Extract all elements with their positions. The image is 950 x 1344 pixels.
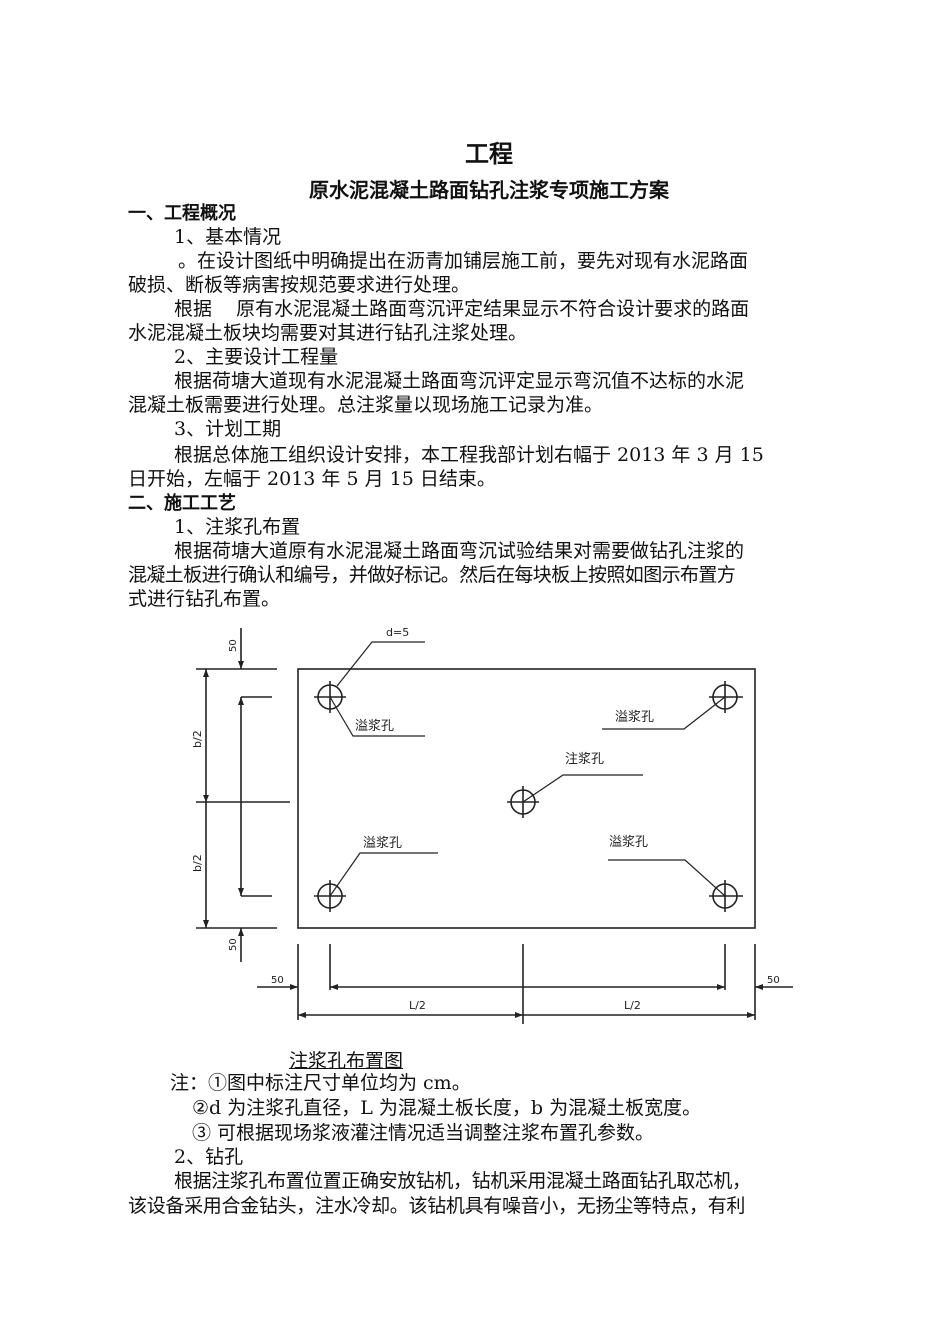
section-heading-process: 二、施工工艺 <box>128 493 236 514</box>
dim-half-l-left-label: L/2 <box>409 999 426 1012</box>
paragraph-line: 日开始，左幅于 2013 年 5 月 15 日结束。 <box>128 468 496 490</box>
document-title: 工程 <box>465 140 513 168</box>
paragraph-line: 根据荷塘大道原有水泥混凝土路面弯沉试验结果对需要做钻孔注浆的 <box>174 540 745 562</box>
paragraph-line: 水泥混凝土板块均需要对其进行钻孔注浆处理。 <box>128 322 528 344</box>
paragraph-line: 破损、断板等病害按规范要求进行处理。 <box>128 274 471 296</box>
overflow-hole-label: 溢浆孔 <box>363 836 402 851</box>
overflow-hole-top-right <box>709 681 743 713</box>
dim-top-label: 50 <box>228 639 239 652</box>
diameter-label: d=5 <box>386 626 409 639</box>
document-subtitle: 原水泥混凝土路面钻孔注浆专项施工方案 <box>309 178 669 202</box>
overflow-hole-label: 溢浆孔 <box>609 835 648 850</box>
section-heading-overview: 一、工程概况 <box>128 203 236 224</box>
paragraph-line: 式进行钻孔布置。 <box>128 588 281 610</box>
paragraph-line: 该设备采用合金钻头，注水冷却。该钻机具有噪音小，无扬尘等特点，有利 <box>128 1195 746 1217</box>
overflow-hole-label: 溢浆孔 <box>355 719 394 734</box>
paragraph-line: 根据总体施工组织设计安排，本工程我部计划右幅于 2013 年 3 月 15 <box>174 444 764 466</box>
dim-half-b-lower-label: b/2 <box>191 854 204 872</box>
figure-caption: 注浆孔布置图 <box>289 1050 404 1072</box>
dim-half-l-right-label: L/2 <box>624 999 641 1012</box>
concrete-slab-outline <box>297 668 756 929</box>
dim-half-b-upper-label: b/2 <box>191 730 204 748</box>
overflow-hole-bottom-right <box>709 880 743 912</box>
paragraph-line: 混凝土板进行确认和编号，并做好标记。然后在每块板上按照如图示布置方 <box>128 564 736 586</box>
grout-hole-label: 注浆孔 <box>565 752 604 767</box>
subheading-hole-layout: 1、注浆孔布置 <box>174 516 301 538</box>
paragraph-line: 混凝土板需要进行处理。总注浆量以现场施工记录为准。 <box>128 394 604 416</box>
paragraph-line: 根据 原有水泥混凝土路面弯沉评定结果显示不符合设计要求的路面 <box>174 298 750 320</box>
subheading-basic-info: 1、基本情况 <box>174 226 282 248</box>
paragraph-line: 根据注浆孔布置位置正确安放钻机，钻机采用混凝土路面钻孔取芯机， <box>174 1170 751 1192</box>
note-1: 注：①图中标注尺寸单位均为 cm。 <box>170 1072 471 1094</box>
paragraph-line: 。在设计图纸中明确提出在沥青加铺层施工前，要先对现有水泥路面 <box>178 250 749 272</box>
paragraph-line: 根据荷塘大道现有水泥混凝土路面弯沉评定显示弯沉值不达标的水泥 <box>174 370 745 392</box>
dim-bottom-label: 50 <box>228 938 239 951</box>
dim-left-label: 50 <box>271 975 284 986</box>
subheading-schedule: 3、计划工期 <box>174 418 282 440</box>
overflow-hole-label: 溢浆孔 <box>615 710 654 725</box>
note-3: ③ 可根据现场浆液灌注情况适当调整注浆布置孔参数。 <box>192 1122 655 1144</box>
dim-right-label: 50 <box>767 975 780 986</box>
subheading-drilling: 2、钻孔 <box>174 1146 244 1168</box>
note-2: ②d 为注浆孔直径，L 为混凝土板长度，b 为混凝土板宽度。 <box>192 1097 702 1119</box>
subheading-design-quantity: 2、主要设计工程量 <box>174 346 339 368</box>
